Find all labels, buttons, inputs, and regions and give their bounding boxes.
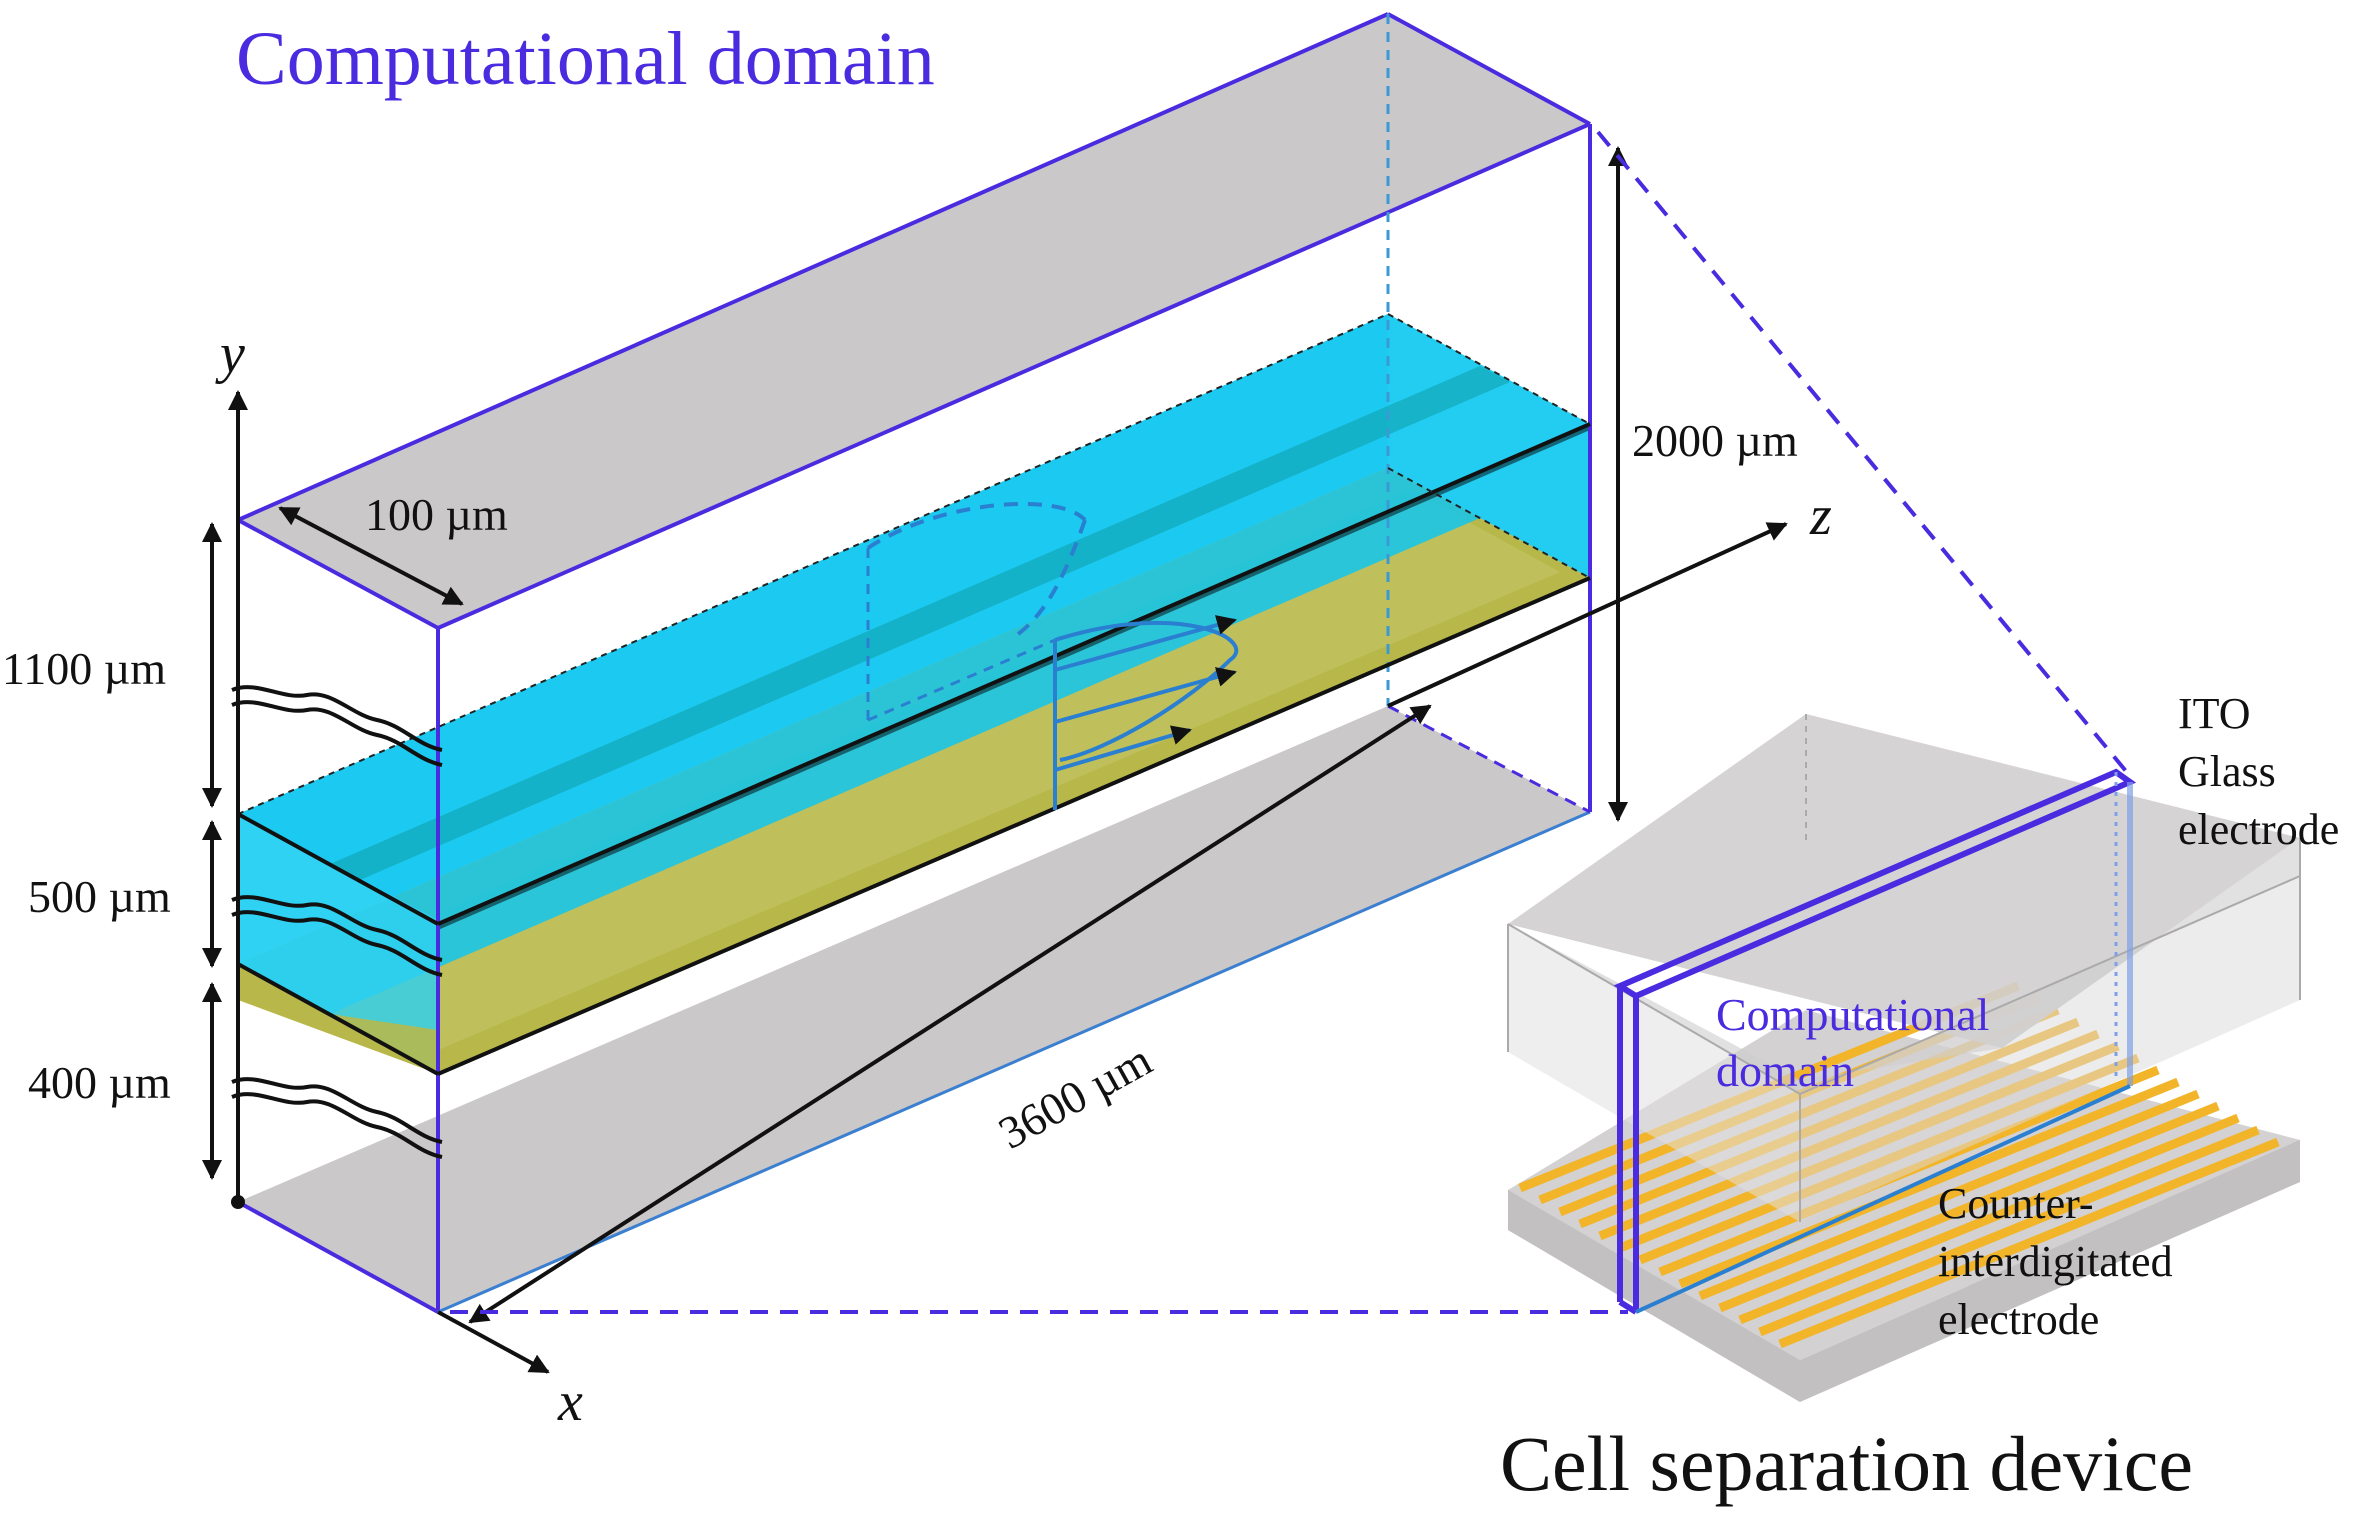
- z-axis-arrow: [1387, 522, 1788, 708]
- origin-dot: [231, 1195, 245, 1209]
- fluid-back-top-edge: [1387, 313, 1591, 425]
- ito-label-2: Glass: [2178, 747, 2276, 796]
- fluid-front-overlay: [238, 814, 438, 1030]
- main-channel: [231, 12, 1592, 1314]
- layer-bottom-label: 400 µm: [28, 1057, 171, 1108]
- counter-label-1: Counter-: [1938, 1179, 2094, 1228]
- height-total-label: 2000 µm: [1632, 415, 1798, 466]
- layer-mid-label: 500 µm: [28, 871, 171, 922]
- frame-edges: [236, 12, 1592, 1314]
- y-axis-label: y: [215, 323, 245, 385]
- ito-label-3: electrode: [2178, 805, 2339, 854]
- fluid-bottom-left-edge: [237, 962, 439, 1076]
- layer-top-label: 1100 µm: [2, 643, 166, 694]
- inset-glass-front: [1508, 924, 1800, 1222]
- counter-label-2: interdigitated: [1938, 1237, 2173, 1286]
- top-glass-top-face: [238, 14, 1590, 628]
- z-axis-label: z: [1809, 485, 1832, 547]
- width-label: 100 µm: [365, 489, 508, 540]
- length-arrow: [468, 704, 1432, 1324]
- connector-lines: [450, 130, 2132, 1314]
- main-title: Computational domain: [236, 17, 935, 101]
- width-arrow: [278, 506, 464, 606]
- inset-glass-right: [1800, 876, 2300, 1222]
- fluid-back-face: [1388, 314, 1590, 578]
- axes: [228, 390, 1788, 1374]
- device-title: Cell separation device: [1500, 1420, 2193, 1507]
- inset-domain-label-1: Computational: [1716, 989, 1989, 1040]
- inset-device: Computational domain ITO Glass electrode…: [1507, 689, 2339, 1402]
- x-axis-arrow: [437, 1310, 550, 1374]
- inset-domain-bottom: [1635, 1084, 2131, 1314]
- inset-bottom-slab: [1508, 1140, 2300, 1402]
- dimension-arrows: [202, 146, 1628, 1324]
- inset-domain-label-2: domain: [1716, 1045, 1854, 1096]
- fluid-back-bottom-edge: [1387, 467, 1591, 579]
- x-axis-label: x: [557, 1371, 583, 1433]
- break-lines: [231, 685, 443, 1159]
- counter-label-3: electrode: [1938, 1295, 2099, 1344]
- fluid-top-left-edge: [237, 812, 439, 926]
- hidden-back-bottom: [1387, 704, 1591, 814]
- inset-glass-edges: [1507, 714, 2301, 1222]
- ito-label-1: ITO: [2178, 689, 2251, 738]
- inset-glass-underside: [1508, 838, 2300, 1094]
